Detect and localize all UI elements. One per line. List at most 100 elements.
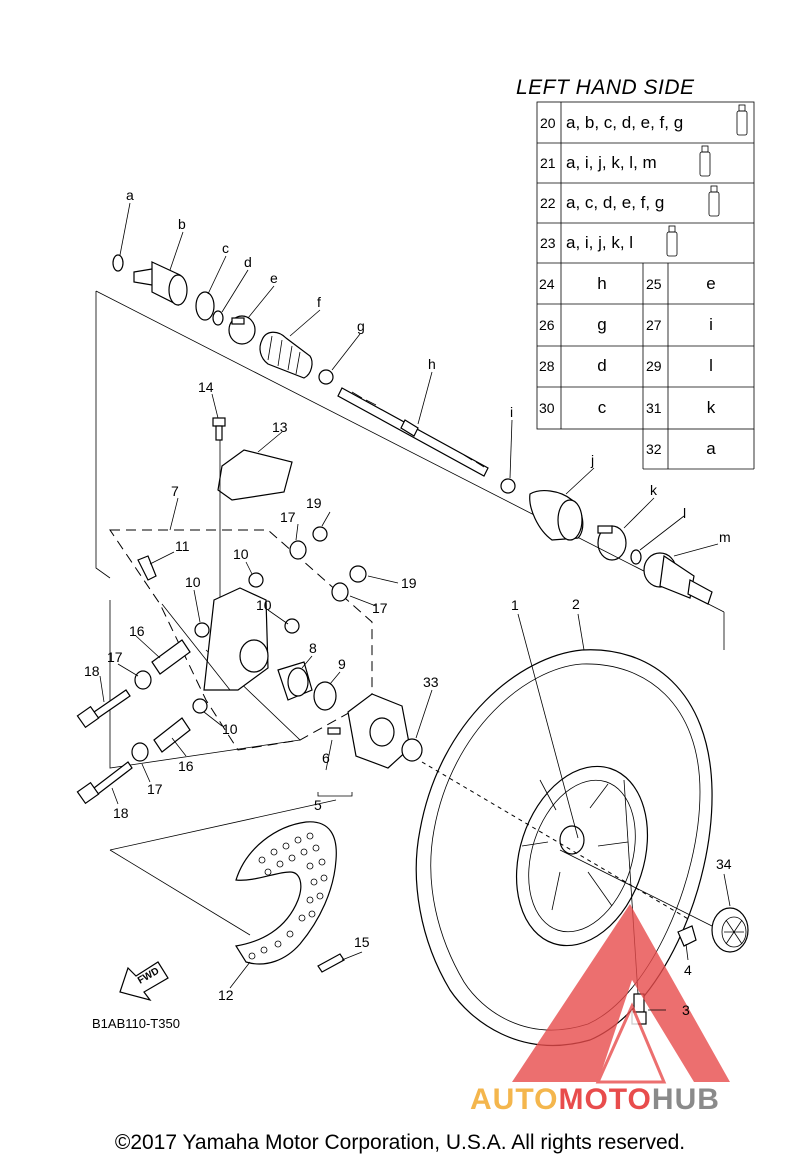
callout-33: 33	[423, 674, 439, 690]
kit-parts: a, i, j, k, l, m	[566, 153, 657, 172]
callout-7: 7	[171, 483, 179, 499]
bushing-10	[284, 618, 300, 634]
callout-19: 19	[306, 495, 322, 511]
watermark-text-part: AUTO	[470, 1083, 559, 1116]
kit-parts: a, c, d, e, f, g	[566, 193, 664, 212]
callout-1: 1	[511, 597, 519, 613]
callout-17: 17	[107, 649, 123, 665]
pair-number: 31	[646, 400, 662, 416]
pair-number: 32	[646, 441, 662, 457]
kit-number: 23	[540, 235, 556, 251]
callout-g: g	[357, 318, 365, 334]
watermark-logo	[512, 904, 730, 1084]
callout-17: 17	[280, 509, 296, 525]
bushing-10	[192, 698, 208, 714]
bracket-13	[217, 449, 293, 501]
collar-16	[153, 717, 191, 753]
bushing-10	[194, 622, 210, 638]
watermark-text-part: HUB	[651, 1083, 720, 1116]
callout-k: k	[650, 482, 658, 498]
cap-19	[349, 565, 367, 583]
callout-a: a	[126, 187, 134, 203]
kit-number: 20	[540, 115, 556, 131]
pair-number: 28	[539, 358, 555, 374]
callout-labels: a b c d e f g h i j k l m 1 2 3 4 5 6 7 …	[84, 187, 732, 1018]
grease-fitting-11	[137, 555, 157, 581]
callout-34: 34	[716, 856, 732, 872]
callout-17: 17	[372, 600, 388, 616]
pair-number: 25	[646, 276, 662, 292]
callout-f: f	[317, 294, 321, 310]
fwd-arrow: FWD	[119, 961, 169, 1002]
legend-table: 20 a, b, c, d, e, f, g 21 a, i, j, k, l,…	[536, 101, 755, 470]
callout-8: 8	[309, 640, 317, 656]
pair-letter: c	[598, 398, 607, 417]
nut-33	[401, 738, 423, 762]
pair-number: 30	[539, 400, 555, 416]
pair-number: 29	[646, 358, 662, 374]
kit-parts: a, i, j, k, l	[566, 233, 633, 252]
circlip-9	[313, 681, 337, 711]
callout-i: i	[510, 404, 513, 420]
callout-12: 12	[218, 987, 234, 1003]
callout-19: 19	[401, 575, 417, 591]
callout-14: 14	[198, 379, 214, 395]
cap-19	[312, 526, 328, 542]
copyright-notice: ©2017 Yamaha Motor Corporation, U.S.A. A…	[114, 1131, 686, 1154]
wheel-nut-4	[677, 925, 697, 947]
hub-cap-34	[711, 907, 749, 953]
figure-code: B1AB110-T350	[92, 1016, 180, 1031]
bushing-17	[331, 582, 349, 602]
legend-title: LEFT HAND SIDE	[516, 76, 695, 99]
kit-number: 22	[540, 195, 556, 211]
watermark-text: AUTOMOTOHUB	[470, 1083, 720, 1117]
bushing-10	[248, 572, 264, 588]
kit-number: 21	[540, 155, 556, 171]
callout-4: 4	[684, 962, 692, 978]
callout-j: j	[590, 452, 594, 468]
steering-knuckle	[203, 587, 313, 701]
stud-6	[327, 727, 341, 735]
brake-disc-12	[235, 821, 345, 973]
callout-e: e	[270, 270, 278, 286]
callout-10: 10	[222, 721, 238, 737]
bolt-18	[76, 761, 133, 805]
grease-tube-icon	[666, 225, 678, 257]
leader-lines	[99, 202, 731, 1011]
boot-band-g	[318, 369, 334, 385]
grease-tube-icon	[708, 185, 720, 217]
boot-band-e	[228, 315, 256, 345]
boot-band-i	[500, 478, 516, 494]
pair-letter: k	[707, 398, 716, 417]
shaft-h	[337, 387, 489, 477]
pair-number: 27	[646, 317, 662, 333]
callout-10: 10	[256, 597, 272, 613]
pair-letter: a	[706, 439, 716, 458]
pair-letter: l	[709, 356, 713, 375]
callout-10: 10	[185, 574, 201, 590]
watermark-text-part: MOTO	[558, 1083, 652, 1116]
bolt-18	[76, 689, 131, 729]
callout-3: 3	[682, 1002, 690, 1018]
grease-tube-icon	[699, 145, 711, 177]
callout-16: 16	[178, 758, 194, 774]
callout-18: 18	[84, 663, 100, 679]
pair-letter: d	[597, 356, 606, 375]
bushing-17	[131, 742, 149, 762]
callout-17: 17	[147, 781, 163, 797]
pair-number: 24	[539, 276, 555, 292]
callout-6: 6	[322, 750, 330, 766]
callout-5: 5	[314, 797, 322, 813]
kit-parts: a, b, c, d, e, f, g	[566, 113, 683, 132]
knuckle-assembly	[76, 417, 373, 805]
hub-assembly	[317, 693, 423, 797]
callout-16: 16	[129, 623, 145, 639]
grease-tube-icon	[736, 104, 748, 136]
inner-cv-joint-m	[643, 552, 713, 605]
pair-letter: h	[597, 274, 606, 293]
callout-h: h	[428, 356, 436, 372]
cv-axle-parts	[112, 254, 713, 605]
callout-2: 2	[572, 596, 580, 612]
